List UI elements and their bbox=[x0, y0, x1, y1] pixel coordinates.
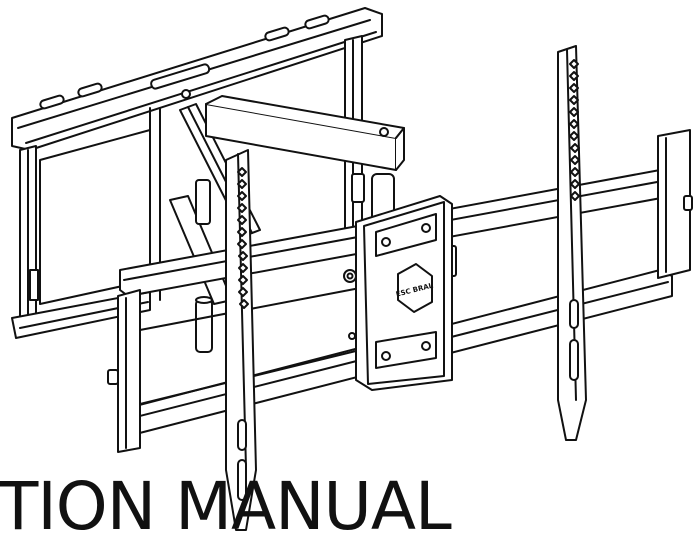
wall-plate bbox=[11, 7, 383, 339]
central-hub-plate bbox=[343, 195, 453, 391]
left-vertical-strap bbox=[225, 149, 257, 531]
right-vertical-strap bbox=[557, 45, 587, 441]
manual-title-text: TION MANUAL bbox=[0, 468, 452, 545]
